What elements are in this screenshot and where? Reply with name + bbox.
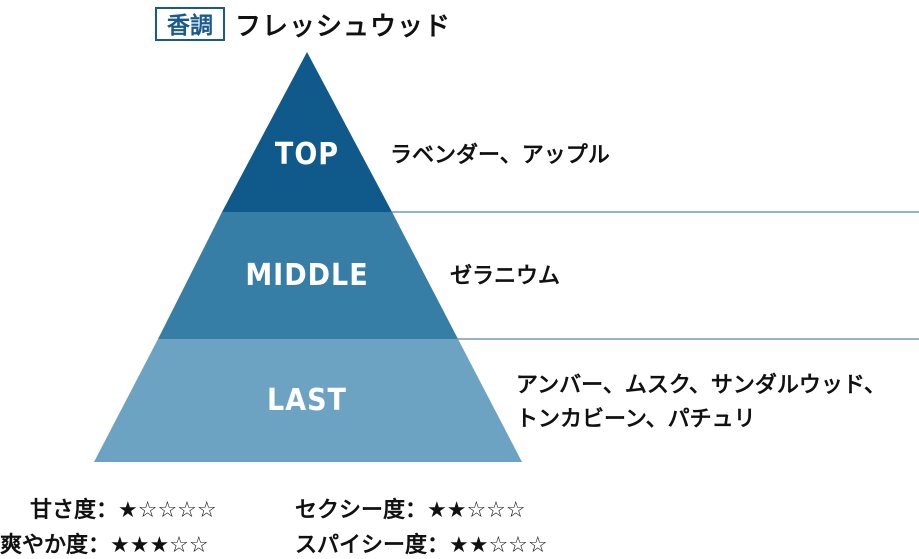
tier-label-last: LAST: [267, 383, 347, 418]
rating-sexiness: セクシー度：★★☆☆☆: [295, 492, 526, 524]
last-notes-line-1: アンバー、ムスク、サンダルウッド、: [516, 373, 887, 398]
rating-sweetness-label: 甘さ度：: [30, 498, 119, 523]
rating-sweetness-stars: ★☆☆☆☆: [118, 498, 217, 523]
rating-spiciness-label: スパイシー度：: [295, 533, 450, 558]
tier-label-middle: MIDDLE: [245, 258, 369, 293]
rating-freshness-label: 爽やか度：: [0, 533, 111, 558]
last-notes-line-2: トンカビーン、パチュリ: [516, 407, 756, 432]
pyramid-tier-top: [222, 52, 392, 212]
pyramid-tier-last: [94, 339, 522, 462]
rating-freshness: 爽やか度：★★★☆☆: [0, 527, 209, 559]
rating-sexiness-stars: ★★☆☆☆: [427, 498, 526, 523]
rating-spiciness-stars: ★★☆☆☆: [449, 533, 548, 558]
tier-label-top: TOP: [274, 137, 340, 172]
rating-spiciness: スパイシー度：★★☆☆☆: [295, 527, 548, 559]
fragrance-family-name: フレッシュウッド: [235, 11, 452, 42]
title-row: 香調 フレッシュウッド: [155, 5, 451, 43]
fragrance-pyramid: [94, 52, 919, 462]
top-notes: ラベンダー、アップル: [390, 143, 610, 168]
pyramid-tier-middle: [158, 212, 458, 339]
middle-notes: ゼラニウム: [450, 264, 561, 289]
rating-sexiness-label: セクシー度：: [295, 498, 428, 523]
fragrance-family-badge: 香調: [155, 7, 225, 41]
rating-freshness-stars: ★★★☆☆: [110, 533, 209, 558]
rating-sweetness: 甘さ度：★☆☆☆☆: [30, 492, 217, 524]
